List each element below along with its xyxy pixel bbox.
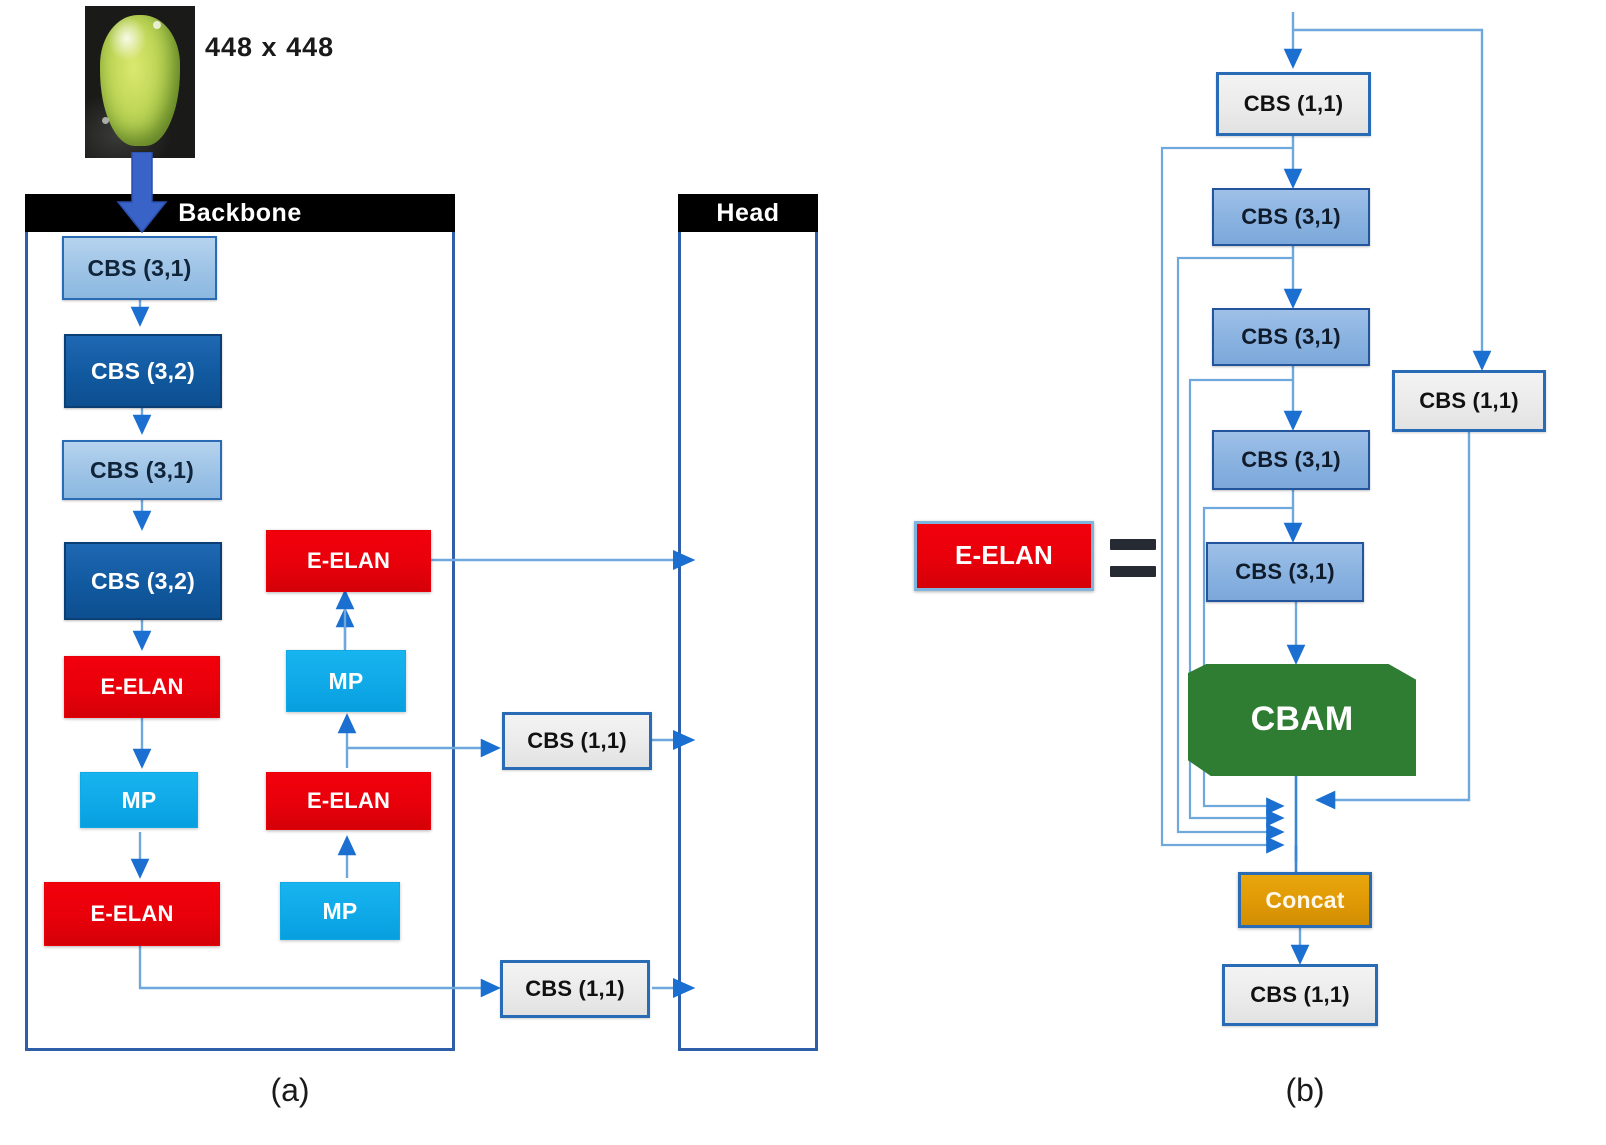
neck-block-cbs-1-1-a[interactable]: CBS (1,1) [502,712,652,770]
cbam-block[interactable]: CBAM [1188,664,1416,776]
eelan-block-cbs-1-1-top[interactable]: CBS (1,1) [1216,72,1371,136]
backbone-block-eelan-c[interactable]: E-ELAN [266,530,431,592]
backbone-block-eelan-a[interactable]: E-ELAN [64,656,220,718]
neck-block-cbs-1-1-b[interactable]: CBS (1,1) [500,960,650,1018]
highlight-spot-2 [101,116,109,124]
eelan-block-cbs-3-1-2[interactable]: CBS (3,1) [1212,308,1370,366]
equals-sign-icon [1110,539,1156,577]
equals-bar-bottom [1110,566,1156,577]
head-header: Head [678,194,818,232]
concat-block[interactable]: Concat [1238,872,1372,928]
backbone-block-cbs-3-1-b[interactable]: CBS (3,1) [62,440,222,500]
backbone-block-mp-b[interactable]: MP [286,650,406,712]
backbone-block-cbs-3-2-b[interactable]: CBS (3,2) [64,542,222,620]
eelan-key-block[interactable]: E-ELAN [914,521,1094,591]
backbone-block-eelan-d[interactable]: E-ELAN [266,772,431,830]
mango-shape [100,15,180,146]
backbone-block-mp-c[interactable]: MP [280,882,400,940]
input-size-label: 448 x 448 [205,32,335,62]
backbone-block-eelan-b[interactable]: E-ELAN [44,882,220,946]
backbone-block-cbs-3-2-a[interactable]: CBS (3,2) [64,334,222,408]
input-image-thumbnail [85,6,195,158]
equals-bar-top [1110,539,1156,550]
eelan-block-cbs-3-1-4[interactable]: CBS (3,1) [1206,542,1364,602]
eelan-block-cbs-3-1-3[interactable]: CBS (3,1) [1212,430,1370,490]
eelan-block-cbs-3-1-1[interactable]: CBS (3,1) [1212,188,1370,246]
highlight-spot [153,21,162,30]
backbone-header: Backbone [25,194,455,232]
caption-b: (b) [1285,1072,1325,1108]
backbone-block-mp-a[interactable]: MP [80,772,198,828]
eelan-side-branch-cbs-1-1[interactable]: CBS (1,1) [1392,370,1546,432]
backbone-block-cbs-3-1-a[interactable]: CBS (3,1) [62,236,217,300]
caption-a: (a) [270,1072,310,1108]
head-panel-frame [678,196,818,1051]
eelan-block-cbs-1-1-bottom[interactable]: CBS (1,1) [1222,964,1378,1026]
input-arrow-icon [116,152,168,234]
